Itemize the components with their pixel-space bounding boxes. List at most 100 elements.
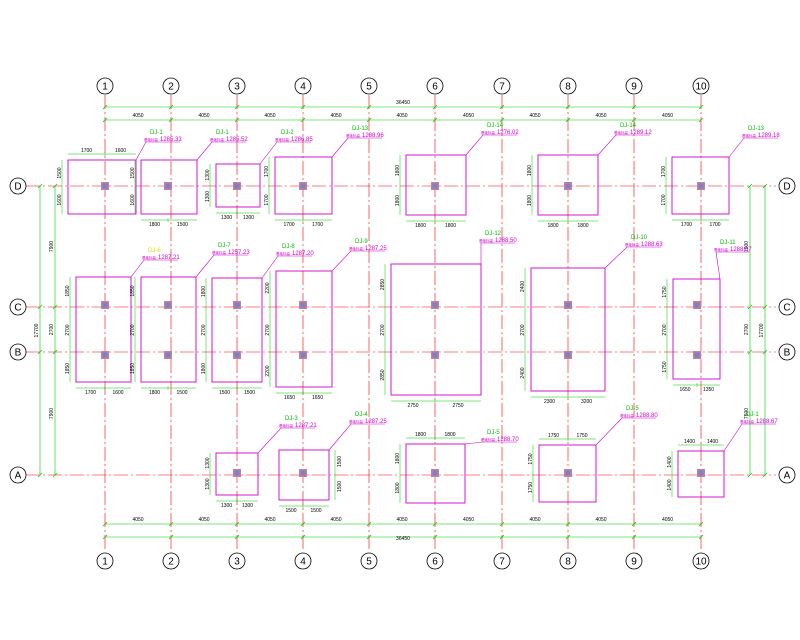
footing-dim-label: 1500 xyxy=(285,508,296,514)
footing-dim-label: 1750 xyxy=(576,433,587,439)
grid-bubble-7 xyxy=(493,552,511,570)
footing-id-label: DJ-14 xyxy=(487,123,504,129)
grid-bubble-3 xyxy=(228,552,246,570)
footing-dim-label: 1600 xyxy=(115,148,126,154)
elevation-prefix: 基础标高 xyxy=(349,246,363,251)
grid-bubble-label: 9 xyxy=(631,557,637,568)
elevation-prefix: 基础标高 xyxy=(142,255,156,260)
grid-bubble-1 xyxy=(96,77,114,95)
footing-outline xyxy=(405,154,467,216)
bottom-bay-dim-label: 4050 xyxy=(396,517,407,523)
elevation-prefix: 基础标高 xyxy=(210,137,224,142)
top-dim-tick xyxy=(366,104,372,110)
column-core xyxy=(102,302,108,308)
footing-id-label: DJ-9 xyxy=(355,239,368,245)
footing-leader-line xyxy=(331,250,385,272)
grid-bubble-label: 9 xyxy=(631,82,637,93)
bottom-dim-tick xyxy=(234,521,240,527)
elevation-prefix: 基础标高 xyxy=(279,423,293,428)
top-bay-dim-label: 4050 xyxy=(396,113,407,119)
grid-bubble-label: 5 xyxy=(366,82,372,93)
grid-bubble-label: 3 xyxy=(234,557,240,568)
footing-leader-line xyxy=(261,255,312,279)
grid-bubble-label: 3 xyxy=(234,82,240,93)
top-dim-tick xyxy=(499,117,505,123)
footing-leader-line xyxy=(257,427,315,454)
footing-dim-label: 1700 xyxy=(661,194,667,205)
footing-id-label: DJ-3 xyxy=(285,416,298,422)
footing-dim-label: 1600 xyxy=(130,194,136,205)
right-part-dim-label: 7500 xyxy=(744,408,750,419)
grid-bubble-label: D xyxy=(14,182,21,193)
bottom-dim-tick xyxy=(366,534,372,540)
bottom-dim-tick xyxy=(698,534,704,540)
footing-outline xyxy=(390,263,482,396)
top-bay-dim-label: 4050 xyxy=(463,113,474,119)
left-part-dim-label: 2700 xyxy=(49,324,55,335)
footing-leader-line xyxy=(604,246,661,269)
grid-bubble-label: 10 xyxy=(695,557,707,568)
grid-bubble-A xyxy=(778,466,796,484)
footing-leader-line xyxy=(597,134,650,156)
footing-leader-line xyxy=(130,259,178,278)
grid-bubble-label: 1 xyxy=(102,82,108,93)
grid-bubble-9 xyxy=(625,77,643,95)
elevation-prefix: 基础标高 xyxy=(740,419,754,424)
elevation-value: 1289.12 xyxy=(630,130,652,136)
footing-dim-label: 2750 xyxy=(452,403,463,409)
footing-dim-label: 1800 xyxy=(395,482,401,493)
footing-outline xyxy=(672,278,721,380)
top-dim-tick xyxy=(234,104,240,110)
footing-outlines-group xyxy=(67,154,730,504)
footing-leader-line xyxy=(464,441,517,445)
grid-bubble-label: A xyxy=(15,471,22,482)
column-core xyxy=(432,183,438,189)
footing-outline xyxy=(211,277,263,383)
left-dim-tick xyxy=(52,304,58,310)
grid-bubble-label: 7 xyxy=(499,557,505,568)
footing-dim-label: 1700 xyxy=(661,166,667,177)
right-part-dim-label: 7900 xyxy=(744,241,750,252)
elevation-value: 1288.63 xyxy=(641,242,663,248)
top-dim-tick xyxy=(168,117,174,123)
elevation-value: 1287.21 xyxy=(295,423,317,429)
footing-dim-label: 1750 xyxy=(548,433,559,439)
column-core xyxy=(300,302,306,308)
column-core xyxy=(234,183,240,189)
grid-bubble-4 xyxy=(294,77,312,95)
top-dim-tick xyxy=(631,117,637,123)
elevation-prefix: 基础标高 xyxy=(714,247,728,252)
grid-bubble-label: B xyxy=(784,348,791,359)
footing-dim-label: 1500 xyxy=(310,508,321,514)
column-core xyxy=(234,302,240,308)
footing-dim-label: 1500 xyxy=(219,390,230,396)
bottom-bay-dim-label: 4050 xyxy=(330,517,341,523)
column-core xyxy=(432,470,438,476)
grid-bubble-D xyxy=(778,177,796,195)
elevation-value: 1289.18 xyxy=(758,133,780,139)
top-bay-dim-label: 4050 xyxy=(330,113,341,119)
footing-outline xyxy=(140,159,198,215)
footing-dim-label: 1850 xyxy=(65,285,71,296)
footing-dim-label: 2400 xyxy=(520,367,526,378)
grid-bubble-5 xyxy=(360,77,378,95)
grid-bubble-6 xyxy=(426,77,444,95)
grid-bubble-label: C xyxy=(783,303,790,314)
top-dim-tick xyxy=(234,117,240,123)
grid-bubble-4 xyxy=(294,552,312,570)
left-part-dim-label: 7900 xyxy=(49,408,55,419)
footing-leader-line xyxy=(715,251,750,280)
footing-leader-line xyxy=(723,423,776,452)
column-core xyxy=(432,302,438,308)
footing-dim-label: 1800 xyxy=(527,195,533,206)
grid-bubble-8 xyxy=(559,77,577,95)
footing-dim-label: 1300 xyxy=(205,478,211,489)
